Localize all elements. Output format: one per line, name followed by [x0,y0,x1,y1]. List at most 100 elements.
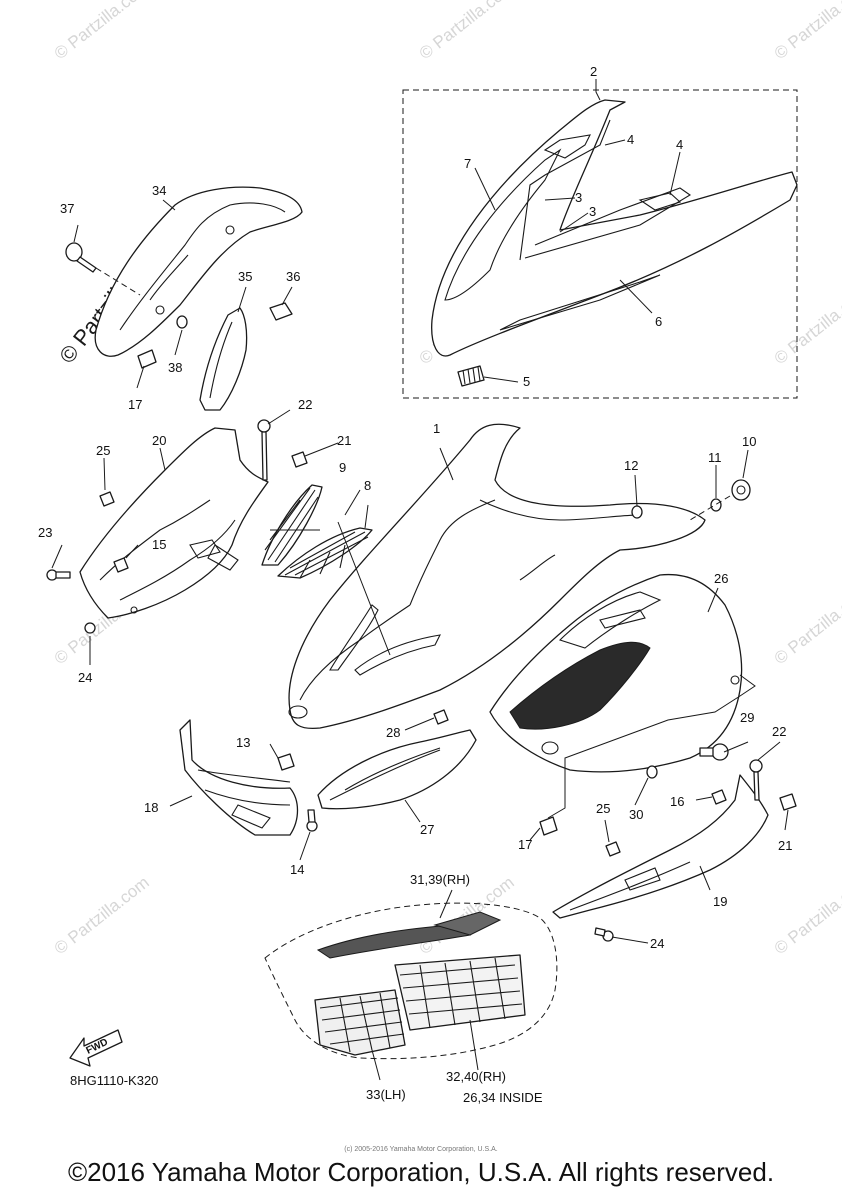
callout-25[interactable]: 25 [596,801,610,816]
callouts: 2 4 4 7 3 3 6 5 34 37 35 36 38 17 22 1 2… [38,64,792,1105]
part-25-clip-right[interactable] [605,841,621,857]
callout-30[interactable]: 30 [629,807,643,822]
part-5-clip[interactable] [457,365,485,387]
callout-24[interactable]: 24 [78,670,92,685]
leader-31 [439,889,453,919]
part-36-nut[interactable] [269,302,293,321]
callout-21[interactable]: 21 [778,838,792,853]
callout-36[interactable]: 36 [286,269,300,284]
part-38-washer[interactable] [176,315,188,329]
callout-1[interactable]: 1 [433,421,440,436]
part-21-nut-right[interactable] [779,793,797,811]
part-2-front-cowl-assembly[interactable] [431,99,798,357]
part-29-bolt[interactable] [699,743,729,761]
part-22-screw[interactable] [257,419,271,481]
callout-22[interactable]: 22 [772,724,786,739]
part-8-mesh-grill[interactable] [277,527,373,579]
callout-18[interactable]: 18 [144,800,158,815]
callout-17[interactable]: 17 [128,397,142,412]
part-21-nut[interactable] [291,451,308,468]
part-25-clip[interactable] [99,491,115,507]
watermark: © Partzilla.com [416,0,518,63]
callout-27[interactable]: 27 [420,822,434,837]
part-17-grommet[interactable] [137,349,157,369]
part-1-main-cowl[interactable] [288,423,706,730]
callout-32-40[interactable]: 32,40(RH) [446,1069,506,1084]
leader-2 [595,79,601,101]
callout-35[interactable]: 35 [238,269,252,284]
callout-15[interactable]: 15 [152,537,166,552]
leader-37 [95,267,141,296]
part-34-inner-panel[interactable] [94,186,303,357]
part-31-32-33-graphics[interactable] [264,902,558,1060]
leader-33 [371,1049,381,1081]
callout-14[interactable]: 14 [290,862,304,877]
callout-26[interactable]: 26 [714,571,728,586]
part-26-inner-panel[interactable] [489,573,743,773]
part-22-screw-right[interactable] [749,759,763,801]
callout-38[interactable]: 38 [168,360,182,375]
callout-19[interactable]: 19 [713,894,727,909]
part-24-screw-right[interactable] [594,927,614,942]
callout-4[interactable]: 4 [627,132,634,147]
part-19-lower-cover-right[interactable] [552,774,769,919]
leader-lines [51,139,789,944]
callout-21[interactable]: 21 [337,433,351,448]
callout-23[interactable]: 23 [38,525,52,540]
callout-37[interactable]: 37 [60,201,74,216]
callout-16[interactable]: 16 [670,794,684,809]
watermark: © Partzilla.com [771,0,842,63]
part-35-bracket[interactable] [199,307,248,411]
callout-6[interactable]: 6 [655,314,662,329]
watermark: © Partzilla.com [771,283,842,369]
fwd-arrow-icon: FWD [69,1029,123,1067]
part-28-nut[interactable] [433,709,449,725]
callout-22[interactable]: 22 [298,397,312,412]
part-12-washer[interactable] [631,505,643,519]
callout-8[interactable]: 8 [364,478,371,493]
leader-10 [689,495,731,521]
callout-4[interactable]: 4 [676,137,683,152]
part-27-lower-panel[interactable] [317,729,477,810]
callout-13[interactable]: 13 [236,735,250,750]
watermark: © Partzilla.com [771,873,842,959]
callout-34[interactable]: 34 [152,183,166,198]
callout-17[interactable]: 17 [518,837,532,852]
watermark: © Partzilla.com [771,583,842,669]
part-9-mesh-grill[interactable] [261,484,323,566]
part-37-bolt[interactable] [65,242,97,273]
callout-5[interactable]: 5 [523,374,530,389]
callout-10[interactable]: 10 [742,434,756,449]
callout-11[interactable]: 11 [708,450,722,465]
callout-29[interactable]: 29 [740,710,754,725]
callout-2[interactable]: 2 [590,64,597,79]
callout-25[interactable]: 25 [96,443,110,458]
watermark: © Partzilla.com [51,0,153,63]
callout-31-39[interactable]: 31,39(RH) [410,872,470,887]
part-24-screw[interactable] [84,622,96,634]
callout-24[interactable]: 24 [650,936,664,951]
part-13-nut[interactable] [277,753,295,771]
callout-20[interactable]: 20 [152,433,166,448]
part-10-bolt[interactable] [731,479,751,501]
part-11-washer[interactable] [710,498,722,512]
callout-28[interactable]: 28 [386,725,400,740]
callout-3[interactable]: 3 [575,190,582,205]
callout-12[interactable]: 12 [624,458,638,473]
callout-7[interactable]: 7 [464,156,471,171]
part-16-clip[interactable] [711,789,727,805]
part-15-clip[interactable] [113,557,129,573]
diagram-code: 8HG1110-K320 [70,1073,159,1088]
part-17-grommet-right[interactable] [539,816,558,836]
part-14-screw[interactable] [306,809,318,832]
copyright-footer: ©2016 Yamaha Motor Corporation, U.S.A. A… [67,1157,775,1187]
part-18-lower-cover[interactable] [179,719,299,836]
note-inside: 26,34 INSIDE [463,1090,543,1105]
callout-9[interactable]: 9 [339,460,346,475]
watermark: © Partzilla.com [51,873,153,959]
part-30-washer[interactable] [646,765,658,779]
part-23-screw[interactable] [46,569,71,581]
callout-3[interactable]: 3 [589,204,596,219]
callout-33[interactable]: 33(LH) [366,1087,406,1102]
